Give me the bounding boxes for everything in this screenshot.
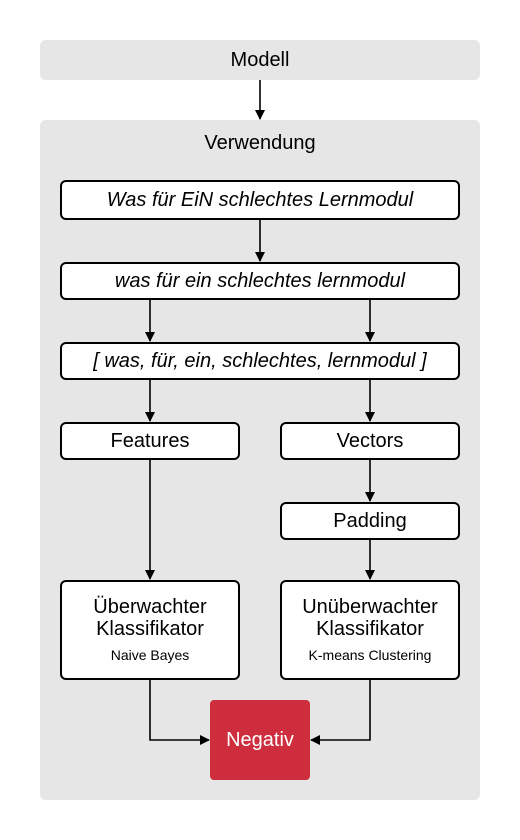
supervised-subtitle: Naive Bayes [110, 647, 190, 663]
supervised-classifier-box: Überwachter Klassifikator Naive Bayes [60, 580, 240, 680]
tokens-list: [ was, für, ein, schlechtes, lernmodul ] [93, 350, 427, 372]
model-title: Modell [230, 49, 290, 71]
supervised-title-line2: Klassifikator [96, 618, 204, 640]
padding-box: Padding [280, 502, 460, 540]
usage-title: Verwendung [204, 132, 316, 154]
arrow-supervised-to-negative [149, 680, 210, 745]
unsupervised-title-line2: Klassifikator [316, 618, 424, 640]
unsupervised-classifier-box: Unüberwachter Klassifikator K-means Clus… [280, 580, 460, 680]
lowercase-sentence-box: was für ein schlechtes lernmodul [60, 262, 460, 300]
unsupervised-subtitle: K-means Clustering [308, 647, 432, 663]
features-box: Features [60, 422, 240, 460]
lowercase-sentence: was für ein schlechtes lernmodul [114, 270, 406, 292]
model-panel: Modell [40, 40, 480, 80]
supervised-title-line1: Überwachter [93, 596, 207, 618]
vectors-box: Vectors [280, 422, 460, 460]
unsupervised-title-line1: Unüberwachter [302, 596, 438, 618]
features-label: Features [110, 430, 190, 452]
negative-result-label: Negativ [226, 728, 294, 751]
raw-sentence: Was für EiN schlechtes Lernmodul [106, 189, 414, 211]
padding-label: Padding [333, 510, 407, 532]
raw-sentence-box: Was für EiN schlechtes Lernmodul [60, 180, 460, 220]
tokens-box: [ was, für, ein, schlechtes, lernmodul ] [60, 342, 460, 380]
arrow-unsupervised-to-negative [310, 680, 371, 745]
vectors-label: Vectors [336, 430, 404, 452]
negative-result-box: Negativ [210, 700, 310, 780]
